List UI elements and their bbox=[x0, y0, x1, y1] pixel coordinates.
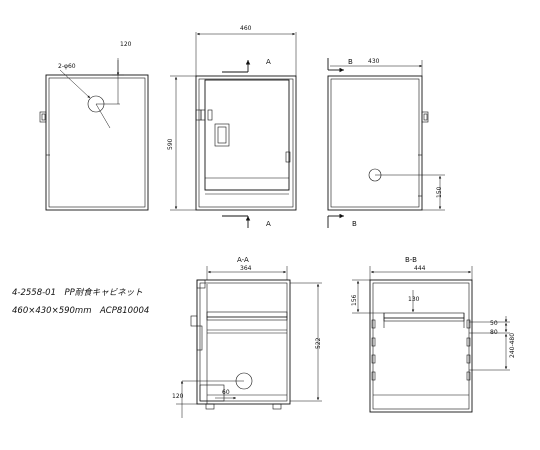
product-dimensions-code: 460×430×590mm ACP810004 bbox=[12, 306, 150, 316]
aa-height-dim: 522 bbox=[315, 337, 322, 349]
side-hole-height-dim: 150 bbox=[436, 186, 443, 198]
door-handle bbox=[214, 123, 230, 147]
section-a-bottom: A bbox=[266, 220, 271, 228]
rear-view bbox=[39, 58, 149, 211]
section-aa-view bbox=[176, 266, 322, 418]
hole-label: 2-φ60 bbox=[58, 63, 76, 70]
front-width-dim: 460 bbox=[240, 25, 252, 32]
section-b-bottom: B bbox=[352, 220, 357, 228]
bb-right-a-dim: 50 bbox=[490, 320, 498, 327]
hole-offset-dim: 120 bbox=[120, 41, 132, 48]
bb-right-b-dim: 80 bbox=[490, 329, 498, 336]
bb-inner-dim: 130 bbox=[408, 296, 420, 303]
section-bb-view bbox=[352, 266, 510, 413]
aa-bottom-dim: 120 bbox=[172, 393, 184, 400]
bb-title: B-B bbox=[405, 256, 417, 264]
bb-top-dim: 156 bbox=[351, 294, 358, 306]
side-depth-dim: 430 bbox=[368, 58, 380, 65]
section-a-top: A bbox=[266, 58, 271, 66]
section-b-top: B bbox=[348, 58, 353, 66]
bb-width-dim: 444 bbox=[414, 265, 426, 272]
aa-title: A-A bbox=[237, 256, 249, 264]
aa-hole-dim: 60 bbox=[222, 389, 230, 396]
product-code-title: 4-2558-01 PP耐食キャビネット bbox=[12, 288, 143, 298]
aa-width-dim: 364 bbox=[240, 265, 252, 272]
bb-right-c-dim: 240-480 bbox=[509, 333, 516, 358]
side-view bbox=[327, 58, 445, 228]
front-view bbox=[170, 32, 297, 228]
front-height-dim: 590 bbox=[167, 138, 174, 150]
